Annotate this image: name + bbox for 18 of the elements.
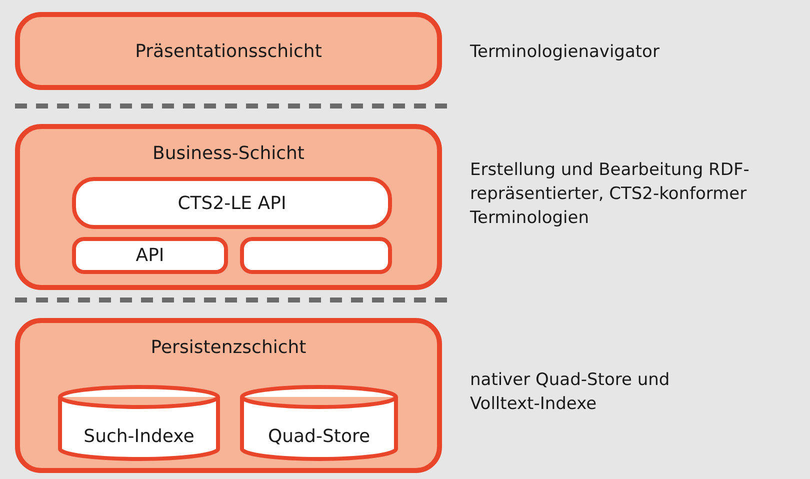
database-cylinder [58,385,220,461]
layer-box [15,124,442,290]
node-label: CTS2-LE API [178,192,286,214]
layer-box [15,318,442,473]
node-label: Business-Schicht [152,143,304,164]
layer-description: Terminologienavigator [470,41,660,64]
node-label: Präsentationsschicht [135,40,322,62]
component-box [240,237,392,274]
node-label: Such-Indexe [84,426,194,447]
component-box [72,177,392,229]
component-box [72,237,228,274]
layer-description: nativer Quad-Store und Volltext-Indexe [470,369,671,416]
node-label: API [136,245,164,266]
layer-description: Erstellung und Bearbeitung RDF-repräsentierter, CTS2-konformer Terminologien [470,159,750,230]
node-label: Persistenzschicht [150,337,306,358]
database-cylinder [240,385,398,461]
layer-box [15,12,442,90]
node-label: Quad-Store [268,426,370,447]
